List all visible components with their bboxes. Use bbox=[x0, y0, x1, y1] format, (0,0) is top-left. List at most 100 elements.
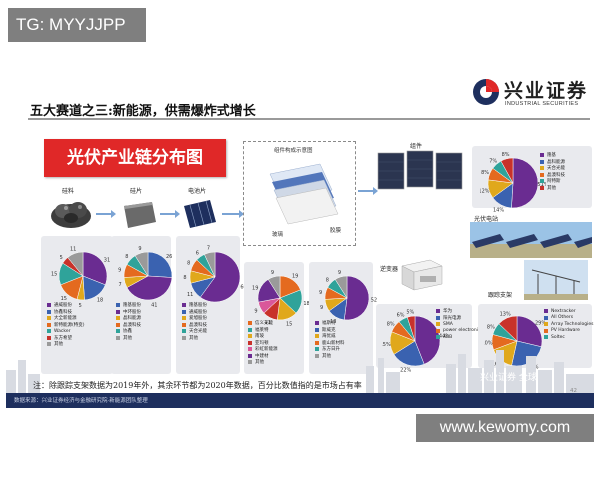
pie-slice bbox=[498, 315, 518, 342]
legend-label: 华为 bbox=[443, 309, 452, 315]
pie-value-label: 15 bbox=[51, 271, 57, 277]
legend-item: 晶澳科技 bbox=[540, 172, 565, 179]
legend-label: Nextracker bbox=[551, 308, 576, 314]
legend-item: 隆基股份 bbox=[182, 302, 207, 309]
legend-item: 其他 bbox=[182, 335, 207, 342]
legend-label: 隆基股份 bbox=[189, 303, 207, 309]
legend-label: 福莱特 bbox=[255, 327, 269, 333]
pie-slice bbox=[406, 315, 416, 342]
brand-name: 兴业证券 bbox=[504, 80, 589, 102]
pie-slice bbox=[267, 275, 281, 299]
pie-legend-wafer: 隆基股份中环股份晶科能源晶澳科技协鑫其他 bbox=[116, 302, 141, 341]
pie-card-cell: 60118867隆基股份通威股份爱旭股份晶澳科技天合光能其他 bbox=[176, 236, 247, 374]
legend-item: 福莱特 bbox=[248, 327, 278, 334]
legend-label: 鹿山新材料 bbox=[322, 340, 345, 346]
legend-item: 大全新能源 bbox=[47, 315, 85, 322]
cell-image bbox=[184, 200, 216, 228]
pie-chart-module: 51%14%12%8%7%8% bbox=[480, 152, 546, 213]
legend-item: 福斯特 bbox=[315, 320, 345, 327]
arrow-cell-module bbox=[222, 210, 244, 218]
pie-value-label: 9 bbox=[271, 270, 274, 276]
legend-item: Soltec bbox=[544, 334, 593, 341]
pie-value-label: 8% bbox=[487, 324, 495, 330]
pie-value-label: 8% bbox=[481, 170, 489, 176]
legend-swatch bbox=[116, 329, 120, 334]
legend-swatch bbox=[116, 335, 120, 340]
pie-slice bbox=[334, 275, 348, 299]
legend-swatch bbox=[47, 309, 51, 314]
legend-item: 晶澳科技 bbox=[116, 322, 141, 329]
legend-label: 隆基 bbox=[547, 153, 556, 159]
stage-label-plant: 光伏电站 bbox=[474, 216, 499, 223]
arrow-module-struct bbox=[358, 187, 378, 195]
legend-item: 通威股份 bbox=[47, 302, 85, 309]
legend-item: 通威股份 bbox=[182, 309, 207, 316]
pie-value-label: 5 bbox=[60, 255, 63, 261]
legend-swatch bbox=[544, 315, 548, 320]
legend-item: 彩虹新能源 bbox=[248, 346, 278, 353]
stage-label-module: 组件 bbox=[410, 143, 423, 150]
legend-label: 南玻 bbox=[255, 334, 264, 340]
pie-chart-cell: 60118867 bbox=[183, 246, 247, 303]
legend-item: Array Technologies bbox=[544, 321, 593, 328]
module-structure-box: 组件构成示意图 玻璃 胶膜 bbox=[243, 141, 356, 246]
legend-swatch bbox=[315, 347, 319, 352]
legend-label: SMA bbox=[443, 321, 453, 327]
legend-swatch bbox=[540, 172, 544, 177]
legend-swatch bbox=[248, 360, 252, 365]
legend-swatch bbox=[315, 321, 319, 326]
pie-value-label: 5% bbox=[406, 309, 414, 315]
legend-label: 天合光能 bbox=[189, 329, 207, 335]
pie-value-label: 51% bbox=[537, 182, 546, 188]
legend-label: 中环股份 bbox=[123, 309, 141, 315]
legend-label: 中建材 bbox=[255, 353, 269, 359]
tg-badge: TG: MYYJJPP bbox=[8, 8, 146, 42]
pie-value-label: 11 bbox=[265, 320, 271, 326]
pie-slice bbox=[516, 315, 543, 348]
legend-item: 其他 bbox=[248, 359, 278, 366]
pie-value-label: 60 bbox=[240, 284, 246, 290]
pie-slice bbox=[393, 340, 425, 367]
pie-value-label: 13% bbox=[500, 311, 511, 317]
legend-swatch bbox=[540, 159, 544, 164]
legend-swatch bbox=[182, 335, 186, 340]
legend-swatch bbox=[315, 334, 319, 339]
film-label: 胶膜 bbox=[330, 228, 342, 234]
legend-item: 天合光能 bbox=[540, 165, 565, 172]
pie-value-label: 6% bbox=[397, 313, 405, 319]
legend-item: ABB bbox=[436, 334, 478, 341]
legend-swatch bbox=[182, 303, 186, 308]
pie-value-label: 9 bbox=[319, 290, 322, 296]
stage-label-wafer: 硅片 bbox=[130, 188, 143, 195]
legend-item: 协鑫 bbox=[116, 328, 141, 335]
pie-chart-inverter: 44%22%15%8%6%5% bbox=[382, 309, 448, 373]
pie-slice bbox=[67, 251, 84, 277]
legend-label: 海优威 bbox=[322, 334, 336, 340]
pie-legend-cell: 隆基股份通威股份爱旭股份晶澳科技天合光能其他 bbox=[182, 302, 207, 341]
chain-title-banner: 光伏产业链分布图 bbox=[44, 139, 226, 177]
pie-value-label: 31 bbox=[104, 258, 110, 264]
legend-label: 信义光能 bbox=[255, 321, 273, 327]
polysilicon-image bbox=[51, 202, 91, 228]
legend-swatch bbox=[47, 316, 51, 321]
legend-swatch bbox=[436, 328, 440, 333]
pie-value-label: 7 bbox=[119, 282, 122, 288]
pie-value-label: 12% bbox=[480, 188, 490, 194]
arrow-polysilicon-wafer bbox=[96, 210, 116, 218]
legend-swatch bbox=[540, 185, 544, 190]
footer-source: 数据来源：兴业证券经济与金融研究院·新能源团队整理 bbox=[14, 398, 148, 404]
legend-item: 其他 bbox=[116, 335, 141, 342]
legend-swatch bbox=[544, 322, 548, 327]
legend-label: 晶科能源 bbox=[547, 159, 565, 165]
legend-item: 晶科能源 bbox=[540, 159, 565, 166]
legend-label: 阳光电源 bbox=[443, 315, 461, 321]
legend-swatch bbox=[248, 347, 252, 352]
legend-item: 中建材 bbox=[248, 353, 278, 360]
legend-label: 爱旭股份 bbox=[189, 316, 207, 322]
legend-swatch bbox=[116, 303, 120, 308]
pie-value-label: 44% bbox=[439, 333, 448, 339]
legend-item: 新特能源(特变) bbox=[47, 322, 85, 329]
